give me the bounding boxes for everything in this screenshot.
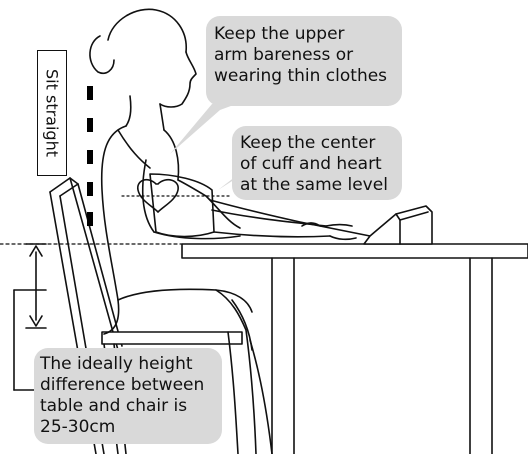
arm-callout-line: wearing thin clothes bbox=[214, 66, 387, 87]
sit-straight-label: Sit straight bbox=[37, 50, 67, 176]
blood-pressure-monitor bbox=[364, 206, 432, 244]
sit-straight-text: Sit straight bbox=[43, 69, 62, 157]
height-callout-line: table and chair is bbox=[40, 396, 204, 417]
height-callout-text: The ideally height difference between ta… bbox=[40, 354, 204, 438]
height-callout-line: 25-30cm bbox=[40, 417, 204, 438]
arm-callout-text: Keep the upper arm bareness or wearing t… bbox=[214, 24, 387, 87]
arm-callout-line: Keep the upper bbox=[214, 24, 387, 45]
cuff-callout-line: Keep the center bbox=[240, 133, 388, 154]
table bbox=[182, 244, 528, 454]
cuff-callout-text: Keep the center of cuff and heart at the… bbox=[240, 133, 388, 196]
cuff-callout-line: of cuff and heart bbox=[240, 154, 388, 175]
arm-callout-line: arm bareness or bbox=[214, 45, 387, 66]
cuff-callout-line: at the same level bbox=[240, 175, 388, 196]
height-callout-line: difference between bbox=[40, 375, 204, 396]
height-callout-line: The ideally height bbox=[40, 354, 204, 375]
